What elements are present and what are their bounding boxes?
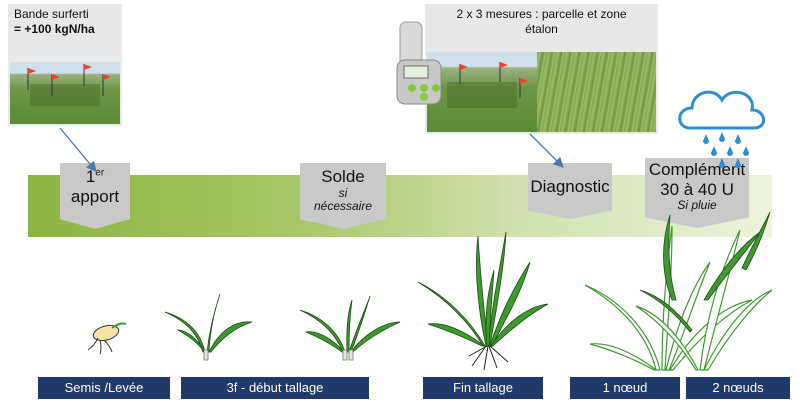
- roots-icon: [468, 345, 509, 371]
- plant-tallage-icon: [299, 295, 401, 361]
- apport-sup: er: [95, 167, 105, 179]
- diagnostic-photo-box: 2 x 3 mesures : parcelle et zone étalon: [425, 4, 658, 134]
- diagnostic-strip: [447, 82, 517, 108]
- wheat-closeup-photo: [537, 52, 656, 132]
- plant-noeud-leaves-icon: [639, 211, 771, 333]
- plant-fin-tallage-icon: [417, 231, 549, 347]
- plant-3f-icon: [164, 293, 253, 361]
- premier-apport-label: 1er: [60, 167, 130, 187]
- complement-sub: Si pluie: [677, 198, 717, 213]
- stage-deux-noeuds: 2 nœuds: [686, 377, 790, 399]
- callout-diagnostic: Diagnostic: [528, 163, 612, 219]
- callout-solde: Solde si nécessaire: [300, 163, 386, 229]
- seed-icon: [87, 322, 127, 355]
- surferti-field-photo: [10, 62, 120, 124]
- surferti-caption: Bande surferti = +100 kgN/ha: [8, 4, 122, 40]
- stage-semis: Semis /Levée: [38, 377, 170, 399]
- apport-word: apport: [70, 186, 120, 206]
- field-flag-icon: [27, 64, 111, 96]
- arrow-icon: [59, 127, 97, 172]
- callout-premier-apport: 1er apport: [60, 163, 130, 229]
- surferti-strip: [30, 84, 100, 106]
- solde-sub-1: si: [338, 185, 348, 200]
- surferti-line2: = +100 kgN/ha: [14, 22, 95, 36]
- diagnostic-field-photo: [427, 52, 537, 132]
- solde-sub-2: nécessaire: [313, 199, 373, 214]
- stage-fin-tallage: Fin tallage: [423, 377, 543, 399]
- diagnostic-caption-line2: étalon: [525, 22, 558, 36]
- n-tester-device-icon: [396, 21, 442, 105]
- arrow-icon-2: [529, 133, 564, 168]
- stage-un-noeud: 1 nœud: [570, 377, 680, 399]
- complement-line2: 30 à 40 U: [660, 179, 734, 199]
- cloud-rain-icon: [678, 90, 765, 168]
- diagnostic-title: Diagnostic: [530, 177, 610, 196]
- solde-title: Solde: [321, 167, 365, 186]
- diagnostic-caption: 2 x 3 mesures : parcelle et zone étalon: [425, 4, 658, 40]
- diagnostic-caption-line1: 2 x 3 mesures : parcelle et zone: [456, 7, 627, 21]
- apport-number: 1: [85, 167, 96, 186]
- surferti-photo-box: Bande surferti = +100 kgN/ha: [8, 4, 122, 126]
- stage-debut-tallage: 3f - début tallage: [181, 377, 369, 399]
- callout-complement: Complément 30 à 40 U Si pluie: [645, 158, 749, 228]
- field-flag-icon-right: [459, 62, 528, 98]
- surferti-line1: Bande surferti: [14, 7, 89, 21]
